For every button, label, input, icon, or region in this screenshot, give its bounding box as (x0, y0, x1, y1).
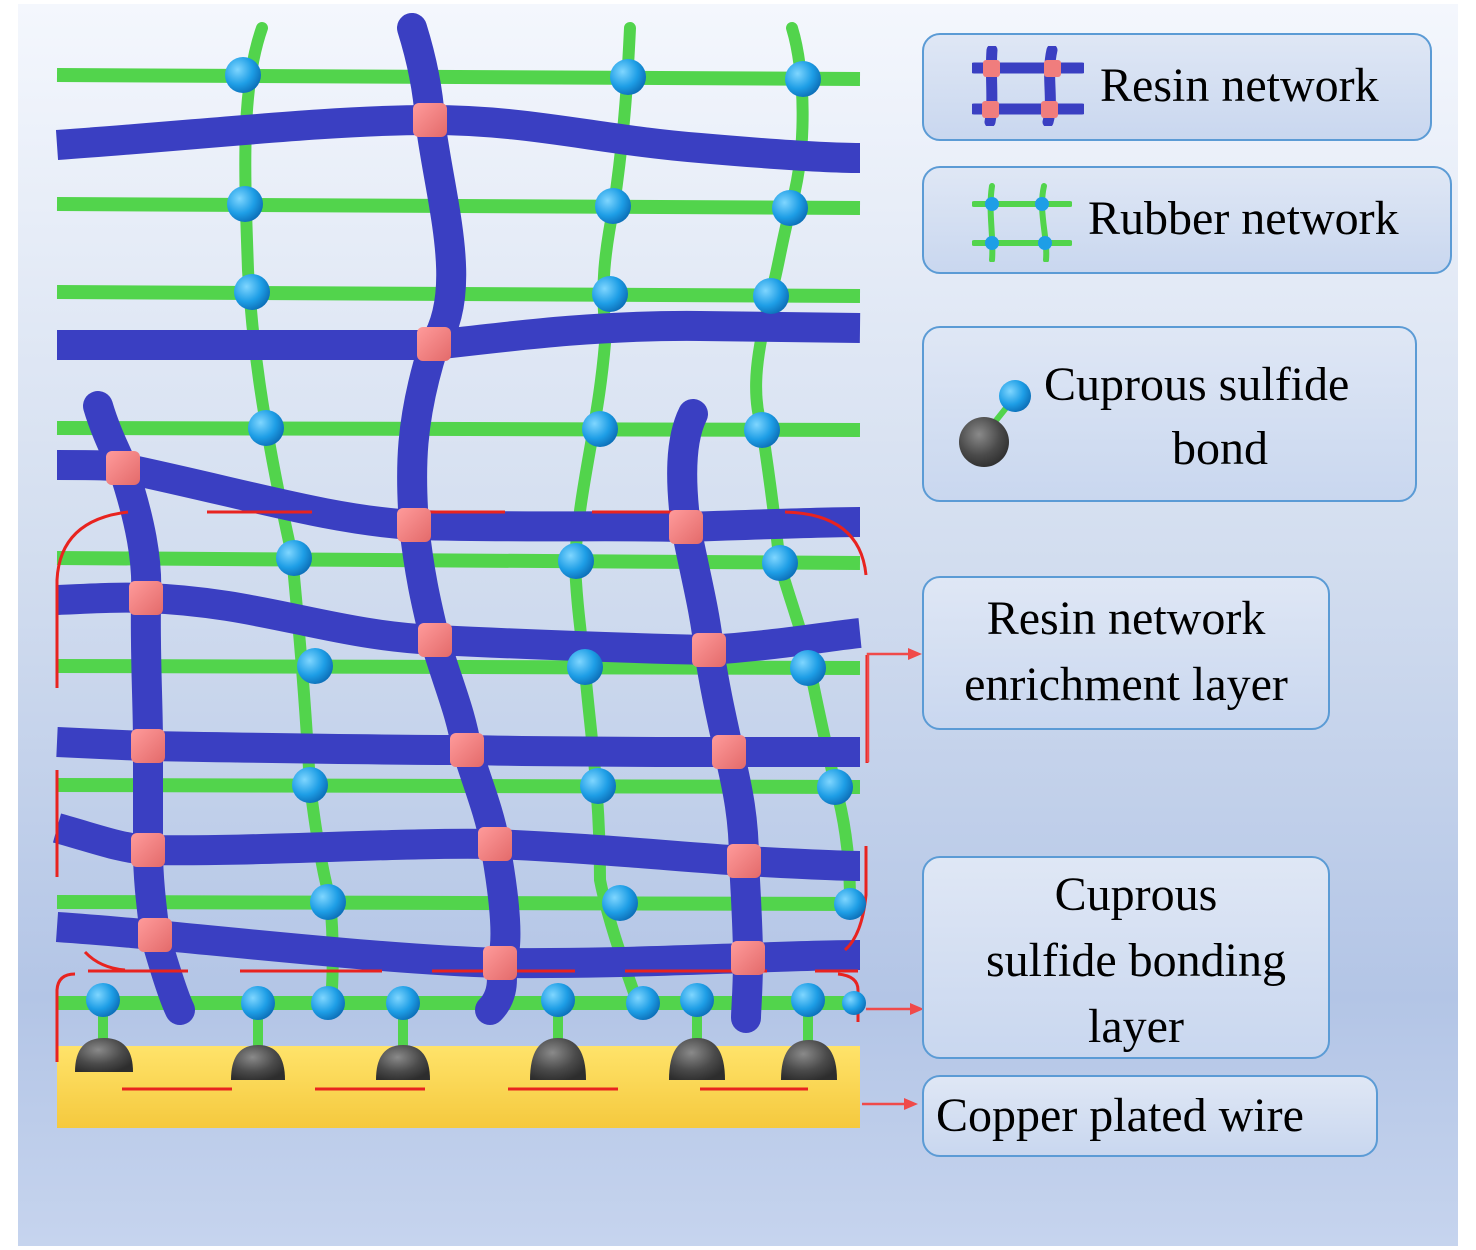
legend-resin-network-label: Resin network (1100, 59, 1379, 112)
bonding-layer-bracket (55, 972, 860, 1091)
resin-enrichment-label-2: enrichment layer (964, 658, 1288, 711)
rubber-horizontal-chains (56, 68, 861, 1010)
copper-plated-wire-label: Copper plated wire (936, 1089, 1304, 1142)
rubber-crosslink-nodes (86, 57, 866, 1020)
resin-crosslink-nodes (106, 103, 765, 980)
legend-cuprous-sulfide-bond: Cuprous sulfide bond (922, 326, 1417, 502)
label-cuprous-sulfide-bonding-layer: Cuprous sulfide bonding layer (922, 856, 1330, 1059)
legend-rubber-network: Rubber network (922, 166, 1452, 274)
label-copper-plated-wire: Copper plated wire (922, 1075, 1378, 1157)
cuprous-sulfide-bond-icon (959, 380, 1031, 467)
cuprous-sulfide-bonds (75, 1003, 837, 1080)
resin-enrichment-label-1: Resin network (986, 592, 1266, 645)
resin-network-icon (972, 46, 1084, 126)
legend-resin-network: Resin network (922, 33, 1432, 141)
legend-cuprous-sulfide-bond-label-2: bond (1172, 422, 1268, 475)
copper-wire (57, 1046, 860, 1128)
bonding-layer-label-3: layer (1088, 1000, 1184, 1053)
bonding-layer-label-2: sulfide bonding (986, 934, 1286, 987)
bonding-layer-label-1: Cuprous (1054, 868, 1218, 921)
legend-cuprous-sulfide-bond-label-1: Cuprous sulfide (1044, 358, 1350, 411)
legend-rubber-network-label: Rubber network (1088, 192, 1399, 245)
label-resin-enrichment-layer: Resin network enrichment layer (922, 576, 1330, 730)
rubber-network-icon (972, 183, 1072, 262)
layer-pointer-arrows (862, 648, 924, 1110)
